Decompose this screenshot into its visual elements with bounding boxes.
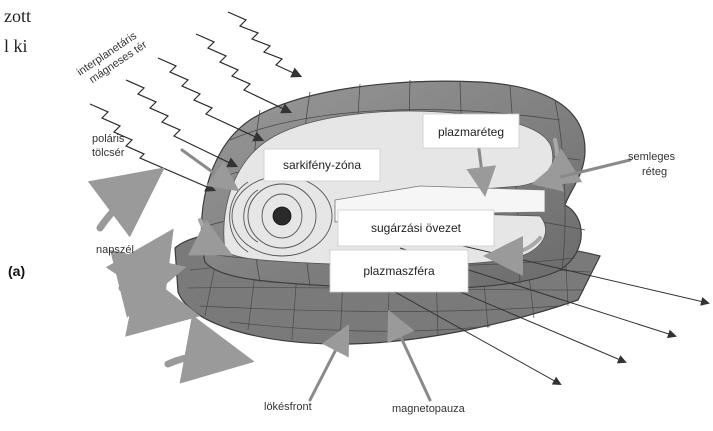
polar-funnel-label-line1: poláris	[92, 133, 125, 145]
plasmasphere-label: plazmaszféra	[363, 264, 435, 278]
panel-tag: (a)	[8, 263, 25, 279]
neutral-sheet-label-line1: semleges	[628, 151, 676, 163]
solar-wind-label: napszél	[96, 244, 134, 256]
imf-line-1	[228, 12, 300, 76]
solar-wind-arrow-2	[122, 272, 166, 288]
magnetopause-label: magnetopauza	[392, 403, 466, 415]
cropped-text-line2: l ki	[4, 36, 28, 56]
radiation-belt-label: sugárzási övezet	[371, 221, 462, 235]
polar-funnel-label-line2: tölcsér	[92, 147, 125, 159]
neutral-sheet-label-line2: réteg	[642, 166, 667, 178]
solar-wind-arrow-5	[168, 356, 234, 364]
bow-shock-label: lökésfront	[264, 401, 312, 413]
earth	[273, 207, 291, 225]
solar-wind-arrow-1	[100, 180, 148, 228]
aurora-zone-label: sarkifény-zóna	[283, 158, 361, 172]
imf-line-2	[196, 34, 290, 112]
solar-wind-arrow-4	[150, 300, 180, 312]
imf-label: interplanetáris mágneses tér	[75, 28, 149, 90]
cropped-text-line1: zott	[4, 6, 31, 26]
plasma-sheet-label: plazmaréteg	[438, 125, 504, 139]
solar-wind-arrow-3	[150, 246, 162, 268]
